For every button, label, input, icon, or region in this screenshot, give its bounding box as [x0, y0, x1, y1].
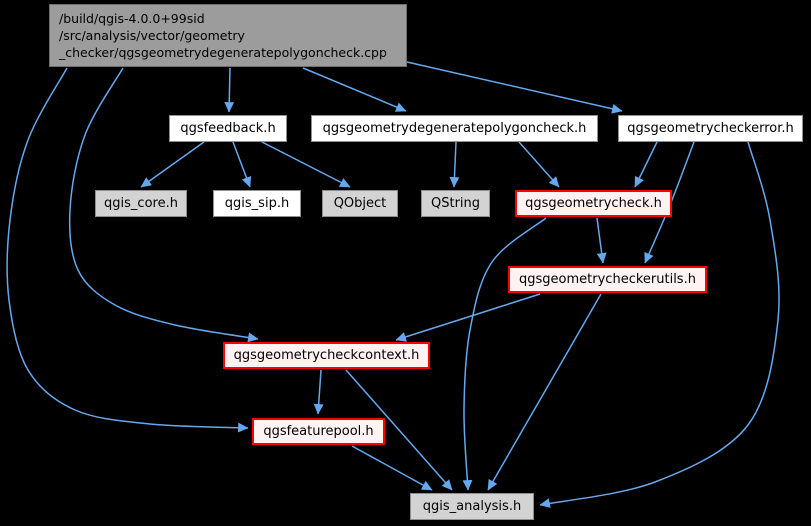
graph-node-label: qgsgeometrycheckerutils.h	[519, 272, 696, 287]
graph-node-qgsgeometrycheck_h[interactable]: qgsgeometrycheck.h	[515, 190, 672, 217]
graph-node-cpp[interactable]: /build/qgis-4.0.0+99sid/src/analysis/vec…	[49, 4, 407, 67]
graph-node-qgis_sip_h[interactable]: qgis_sip.h	[213, 190, 301, 217]
graph-node-qgsgeometrydegeneratepolygoncheck_h[interactable]: qgsgeometrydegeneratepolygoncheck.h	[311, 115, 598, 142]
edge-qgsgeometrycheckerutils_h-to-qgis_analysis_h	[487, 293, 602, 491]
edge-qgsgeometrycheckerutils_h-to-qgsgeometrycheckcontext_h	[395, 293, 541, 342]
graph-node-label: _checker/qgsgeometrydegeneratepolygonche…	[59, 45, 387, 60]
edge-qgsgeometrydegeneratepolygoncheck_h-to-qstring	[449, 141, 460, 188]
graph-node-qgsfeedback_h[interactable]: qgsfeedback.h	[169, 115, 287, 142]
graph-node-label: qgsgeometrycheckerror.h	[627, 121, 794, 136]
graph-node-qgis_analysis_h[interactable]: qgis_analysis.h	[410, 493, 534, 520]
edge-cpp-to-qgsgeometrycheckerror_h	[406, 61, 623, 114]
graph-node-qstring[interactable]: QString	[421, 190, 490, 217]
graph-node-qobject[interactable]: QObject	[322, 190, 398, 217]
edge-qgsgeometrycheckcontext_h-to-qgsfeaturepool_h	[313, 369, 324, 415]
edge-qgsgeometrycheckerror_h-to-qgsgeometrycheck_h	[634, 141, 658, 188]
graph-node-label: QObject	[333, 196, 387, 211]
edge-qgsgeometrycheckcontext_h-to-qgis_analysis_h	[345, 369, 453, 491]
edge-qgsgeometrydegeneratepolygoncheck_h-to-qgsgeometrycheck_h	[518, 141, 560, 188]
graph-node-qgsgeometrycheckcontext_h[interactable]: qgsgeometrycheckcontext.h	[223, 342, 430, 369]
graph-node-label: qgsgeometrycheckcontext.h	[233, 348, 420, 363]
graph-node-label: /build/qgis-4.0.0+99sid	[59, 11, 205, 26]
graph-node-qgsgeometrycheckerutils_h[interactable]: qgsgeometrycheckerutils.h	[508, 266, 707, 293]
graph-node-qgis_core_h[interactable]: qgis_core.h	[95, 190, 187, 217]
graph-node-label: QString	[430, 196, 481, 211]
edge-cpp-to-qgsfeedback_h	[224, 67, 235, 113]
graph-node-qgsgeometrycheckerror_h[interactable]: qgsgeometrycheckerror.h	[618, 115, 803, 142]
graph-node-label: qgis_analysis.h	[422, 499, 522, 514]
edge-qgsgeometrycheck_h-to-qgis_analysis_h	[462, 217, 547, 491]
graph-node-label: /src/analysis/vector/geometry	[59, 28, 245, 43]
edge-cpp-to-qgsgeometrydegeneratepolygoncheck_h	[302, 67, 407, 112]
edge-qgsfeedback_h-to-qgis_core_h	[140, 141, 205, 188]
edge-cpp-to-qgsfeaturepool_h	[6, 67, 249, 433]
edge-qgsgeometrycheckerror_h-to-qgis_analysis_h	[539, 141, 780, 508]
graph-node-qgsfeaturepool_h[interactable]: qgsfeaturepool.h	[252, 418, 385, 445]
graph-node-label: qgsgeometrycheck.h	[525, 196, 662, 211]
edge-qgsfeaturepool_h-to-qgis_analysis_h	[351, 445, 433, 491]
graph-node-label: qgsgeometrydegeneratepolygoncheck.h	[322, 121, 587, 136]
graph-node-label: qgis_core.h	[104, 196, 178, 211]
graph-node-label: qgsfeedback.h	[180, 121, 276, 136]
edge-cpp-to-qgsgeometrycheckcontext_h	[68, 67, 259, 343]
edge-qgsfeedback_h-to-qgis_sip_h	[232, 141, 252, 188]
graph-node-label: qgis_sip.h	[224, 196, 290, 211]
graph-node-label: qgsfeaturepool.h	[263, 424, 374, 439]
edge-qgsfeedback_h-to-qobject	[261, 141, 351, 188]
edge-qgsgeometrycheck_h-to-qgsgeometrycheckerutils_h	[596, 217, 607, 264]
